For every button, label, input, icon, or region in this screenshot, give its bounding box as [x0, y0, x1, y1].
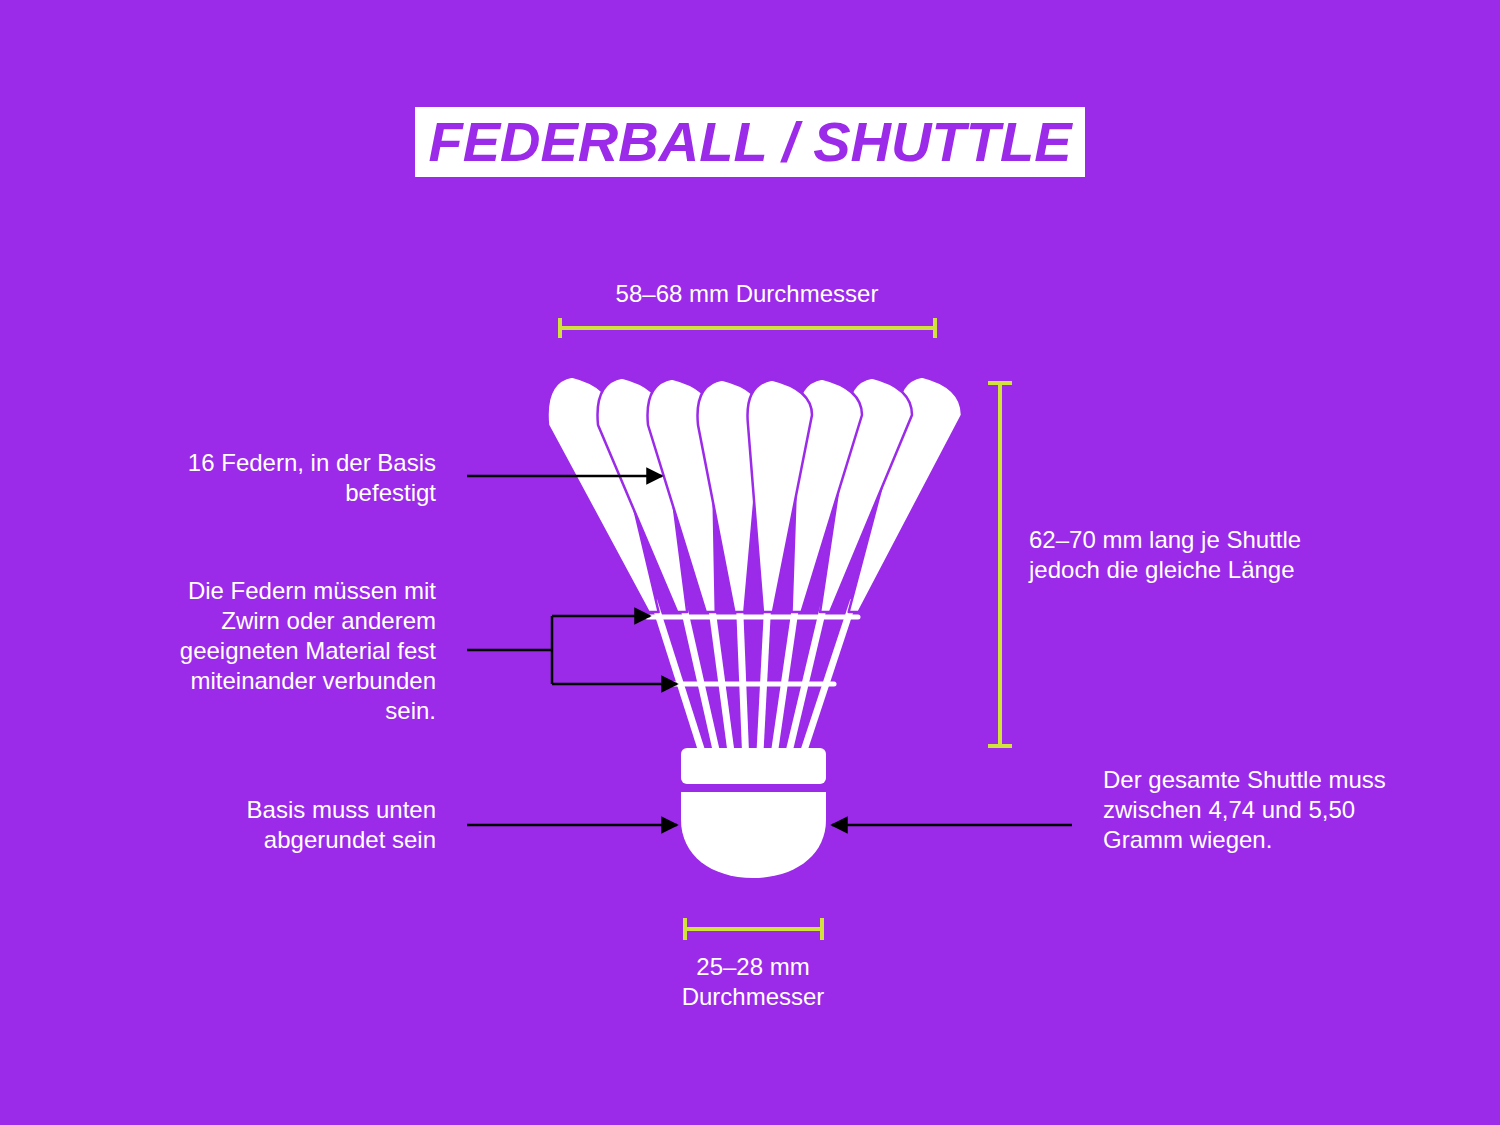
dimension-label: 62–70 mm lang je Shuttle jedoch die glei… [1029, 525, 1314, 585]
callout-label: Basis muss unten abgerundet sein [186, 795, 436, 855]
dimension-lines [560, 318, 1012, 940]
feather-shaft [739, 600, 745, 752]
feathers [548, 377, 963, 753]
feather-shaft [711, 600, 731, 752]
feather-shaft [654, 600, 702, 752]
dimension-label: 25–28 mm Durchmesser [653, 952, 853, 1012]
feather-shafts [654, 600, 854, 752]
callout-label: Die Federn müssen mit Zwirn oder anderem… [146, 576, 436, 726]
feather-shaft [775, 600, 797, 752]
title: FEDERBALL / SHUTTLE [429, 112, 1072, 172]
title-box: FEDERBALL / SHUTTLE [415, 107, 1086, 177]
cork-base [681, 748, 826, 878]
threads [647, 617, 858, 684]
callout-label: 16 Federn, in der Basis befestigt [186, 448, 436, 508]
dimension-label: 58–68 mm Durchmesser [547, 279, 947, 309]
feather-vanes [548, 377, 963, 613]
feather-shaft [804, 600, 854, 752]
callout-label: Der gesamte Shuttle muss zwischen 4,74 u… [1103, 765, 1398, 855]
feather-shaft [760, 600, 768, 752]
feather-vane [748, 380, 813, 613]
leader-arrows [467, 476, 1072, 825]
